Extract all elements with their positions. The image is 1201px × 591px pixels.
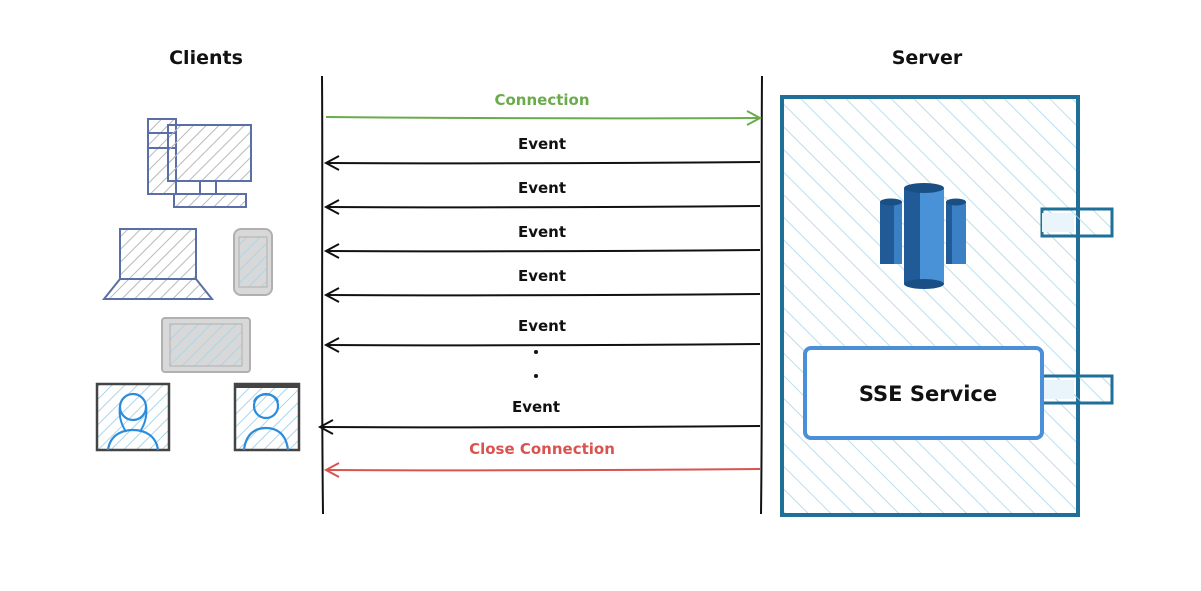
message-arrow-line xyxy=(325,293,761,297)
message-arrowhead xyxy=(323,199,340,215)
client-lifeline xyxy=(321,75,324,515)
message-label: Event xyxy=(518,317,566,335)
message-arrow-line xyxy=(325,468,761,472)
sse-service-label: SSE Service xyxy=(859,382,997,406)
redshift-database-icon xyxy=(880,183,966,289)
tablet-icon xyxy=(161,317,251,373)
message-arrow-line xyxy=(325,343,761,347)
message-arrow-line xyxy=(325,116,761,120)
user-avatar-icon xyxy=(95,382,171,452)
message-label: Event xyxy=(518,267,566,285)
message-arrowhead xyxy=(323,155,340,171)
clients-title: Clients xyxy=(169,47,243,69)
desktop-computer-icon xyxy=(147,118,252,208)
message-arrowhead xyxy=(746,110,763,126)
message-label: Event xyxy=(518,135,566,153)
server-title: Server xyxy=(892,47,963,69)
message-arrowhead xyxy=(323,337,340,353)
message-label: Event xyxy=(518,179,566,197)
message-label: Event xyxy=(518,223,566,241)
message-arrowhead xyxy=(323,462,340,478)
laptop-icon xyxy=(101,228,215,300)
user-avatar-icon xyxy=(233,382,301,452)
message-arrowhead xyxy=(317,419,334,435)
message-arrows: ConnectionEventEventEventEventEventEvent… xyxy=(317,91,763,478)
message-label: Close Connection xyxy=(469,440,615,458)
message-label: Connection xyxy=(494,91,589,109)
message-arrow-line xyxy=(325,161,761,165)
sse-service-box: SSE Service xyxy=(803,346,1044,440)
server-lifeline xyxy=(760,75,763,515)
message-arrowhead xyxy=(323,287,340,303)
message-arrow-line xyxy=(325,205,761,209)
message-label: Event xyxy=(512,398,560,416)
message-arrow-line xyxy=(319,425,761,429)
continuation-dots xyxy=(534,350,538,378)
message-arrow-line xyxy=(325,249,761,253)
server-container xyxy=(780,95,1114,517)
smartphone-icon xyxy=(233,228,273,296)
message-arrowhead xyxy=(323,243,340,259)
